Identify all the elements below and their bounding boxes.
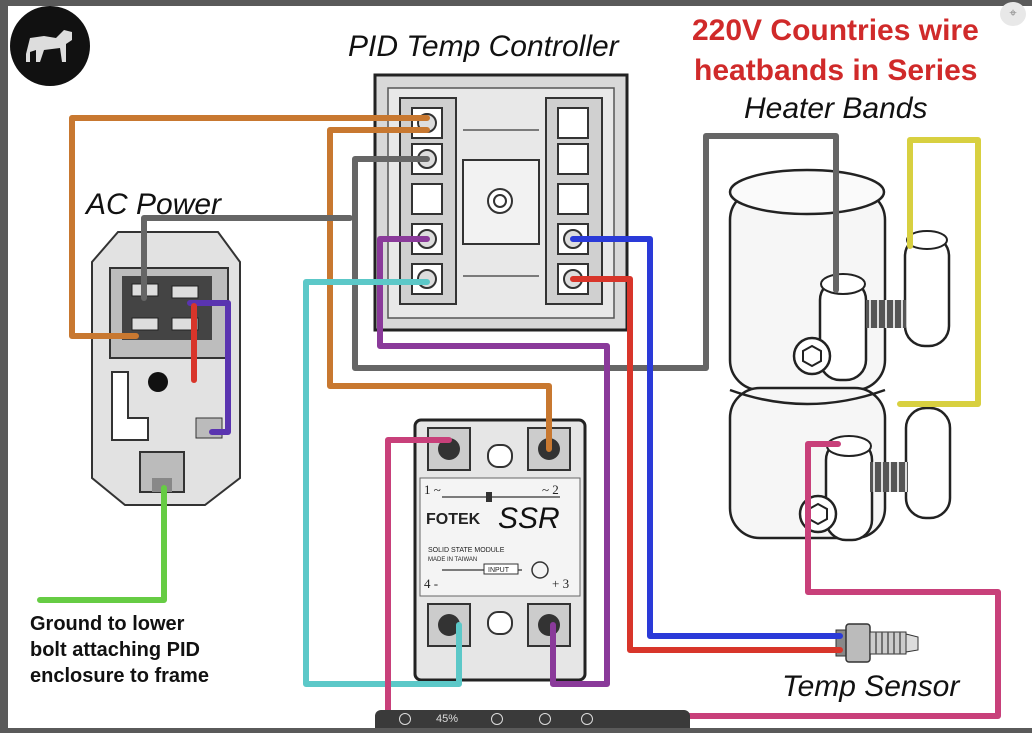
wire-cyan-pid-to-ssr <box>303 279 462 687</box>
zoom-toolbar <box>375 710 690 728</box>
pid-label: PID Temp Controller <box>348 30 620 63</box>
pid-terminals-right <box>545 97 603 305</box>
fit-icon[interactable] <box>539 713 551 725</box>
ground-label-line-3: enclosure to frame <box>30 665 209 687</box>
wire-purple-ac-to-fuse <box>187 300 231 435</box>
pid-controller <box>373 73 629 332</box>
temp-sensor-probe <box>835 623 919 663</box>
pin-icon[interactable]: ⌖ <box>1000 2 1026 26</box>
ground-label-line-2: bolt attaching PID <box>30 639 200 661</box>
zoom-level: 45% <box>436 713 459 725</box>
ssr-terminal-3: + 3 <box>552 576 569 591</box>
ssr-terminal-2: ~ 2 <box>542 482 559 497</box>
wire-gray-pid-to-heater <box>352 133 839 371</box>
wire-blue-pid-to-sensor <box>570 236 843 639</box>
wire-orange-ac-to-pid <box>69 115 430 339</box>
heater-bands <box>728 168 952 542</box>
temp-sensor-label: Temp Sensor <box>782 670 960 703</box>
ssr-terminal-4: 4 - <box>424 576 438 591</box>
ground-label-line-1: Ground to lower <box>30 613 185 635</box>
ssr-module-text: SOLID STATE MODULE <box>428 547 505 554</box>
dog-logo-icon <box>10 6 90 86</box>
wire-magenta-ssr-to-heater <box>385 437 1001 719</box>
wire-red-pid-to-sensor <box>570 276 843 653</box>
ssr-label: SSR <box>498 502 560 535</box>
heading-line-2: heatbands in Series <box>694 54 977 87</box>
heater-bands-label: Heater Bands <box>744 92 927 125</box>
ac-power-inlet <box>91 231 241 506</box>
zoom-out-icon[interactable] <box>399 713 411 725</box>
wire-gray-ac-to-pid <box>141 215 353 301</box>
wire-purple-pid-to-ssr <box>377 236 610 687</box>
wire-yellow-series-jumper <box>897 137 981 407</box>
ssr-relay <box>413 418 587 682</box>
ssr-terminal-1: 1 ~ <box>424 482 441 497</box>
wire-green-ground <box>37 485 167 603</box>
heading-line-1: 220V Countries wire <box>692 14 979 47</box>
ssr-input-text: INPUT <box>488 567 510 574</box>
wire-orange-pid-to-ssr <box>327 127 552 452</box>
ssr-made-in: MADE IN TAIWAN <box>428 557 477 563</box>
ssr-brand: FOTEK <box>426 511 481 528</box>
ac-power-label: AC Power <box>84 188 222 221</box>
rotate-icon[interactable] <box>581 713 593 725</box>
zoom-in-icon[interactable] <box>491 713 503 725</box>
